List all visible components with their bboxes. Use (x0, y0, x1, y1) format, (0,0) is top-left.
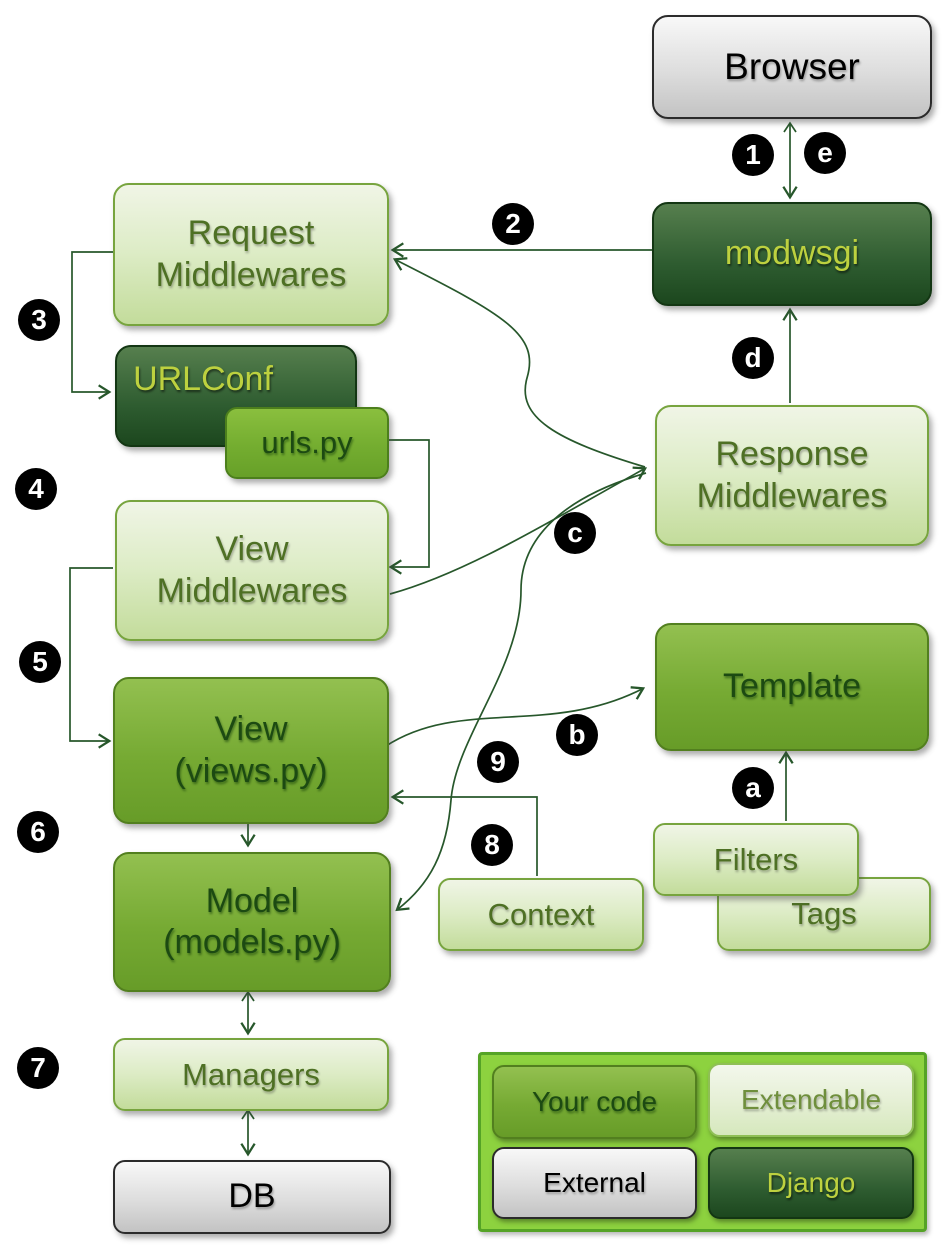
badge-4: 4 (15, 468, 57, 510)
legend-external: External (492, 1147, 697, 1219)
badge-1: 1 (732, 134, 774, 176)
badge-5: 5 (19, 641, 61, 683)
node-view: View (views.py) (113, 677, 389, 824)
badge-2: 2 (492, 203, 534, 245)
node-view-middlewares: View Middlewares (115, 500, 389, 641)
badge-d: d (732, 337, 774, 379)
curve-junction-to-model (395, 472, 647, 912)
arrow-urlspy-to-view-middlewares (386, 439, 430, 575)
arrow-browser-modwsgi-upper-chevron (783, 121, 797, 133)
badge-8: 8 (471, 824, 513, 866)
arrow-context-to-view (390, 789, 538, 876)
node-template: Template (655, 623, 929, 751)
node-db: DB (113, 1160, 391, 1234)
arrow-request-middlewares-to-urlconf (71, 251, 113, 400)
node-urls-py: urls.py (225, 407, 389, 479)
legend-extendable: Extendable (708, 1063, 914, 1137)
node-filters: Filters (653, 823, 859, 896)
badge-6: 6 (17, 811, 59, 853)
node-request-middlewares: Request Middlewares (113, 183, 389, 326)
badge-c: c (554, 512, 596, 554)
curve-junction-to-request-middlewares (392, 257, 646, 468)
node-modwsgi: modwsgi (652, 202, 932, 306)
node-managers: Managers (113, 1038, 389, 1111)
badge-a: a (732, 767, 774, 809)
legend-your-code: Your code (492, 1065, 697, 1139)
badge-b: b (556, 714, 598, 756)
badge-9: 9 (477, 741, 519, 783)
arrow-model-managers-upper-chevron (241, 990, 255, 1002)
badge-3: 3 (18, 299, 60, 341)
legend-django: Django (708, 1147, 914, 1219)
node-model: Model (models.py) (113, 852, 391, 992)
badge-e: e (804, 132, 846, 174)
arrow-view-to-template (385, 686, 646, 747)
arrow-view-middlewares-to-response-middlewares (389, 466, 648, 595)
arrow-view-middlewares-to-view (69, 567, 113, 749)
node-response-middlewares: Response Middlewares (655, 405, 929, 546)
node-context: Context (438, 878, 644, 951)
node-browser: Browser (652, 15, 932, 119)
badge-7: 7 (17, 1047, 59, 1089)
